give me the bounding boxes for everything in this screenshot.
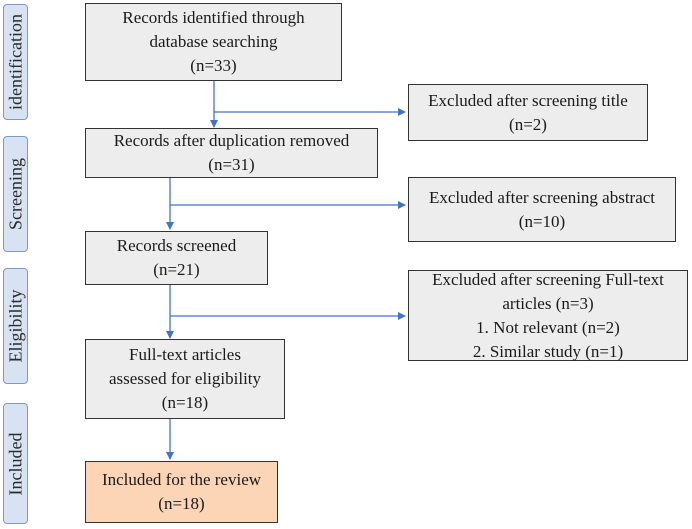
phase-screening: Screening	[3, 136, 28, 252]
exclusion-reasons-list: 1. Not relevant (n=2) 2. Similar study (…	[473, 316, 623, 364]
box-count: (n=33)	[190, 56, 237, 75]
box-text: Records screened	[116, 236, 237, 255]
box-text: Included for the review	[101, 470, 262, 489]
box-records-after-duplication: Records after duplication removed (n=31)	[85, 128, 378, 178]
box-text: Full-text articles	[129, 345, 241, 364]
phase-identification: identification	[3, 4, 28, 120]
box-count: (n=18)	[161, 393, 209, 412]
box-records-screened: Records screened (n=21)	[85, 231, 268, 285]
box-records-identified: Records identified through database sear…	[85, 3, 342, 81]
box-excluded-abstract: Excluded after screening abstract (n=10)	[408, 177, 676, 242]
exclusion-reason-item: 1. Not relevant (n=2)	[476, 317, 620, 337]
box-text: Records identified through	[122, 8, 305, 27]
box-text: assessed for eligibility	[108, 369, 262, 388]
box-included-review: Included for the review (n=18)	[85, 461, 278, 523]
box-text: articles (n=3)	[502, 293, 594, 313]
phase-eligibility: Eligibility	[3, 268, 28, 384]
box-full-text-assessed: Full-text articles assessed for eligibil…	[85, 339, 285, 419]
box-excluded-full-text: Excluded after screening Full-text artic…	[408, 270, 688, 361]
box-count: (n=2)	[509, 114, 547, 134]
box-count: (n=31)	[208, 155, 255, 174]
box-text: Excluded after screening Full-text	[432, 269, 664, 289]
box-excluded-title: Excluded after screening title (n=2)	[408, 84, 648, 141]
box-count: (n=18)	[158, 494, 205, 513]
box-text: Excluded after screening abstract	[428, 187, 656, 207]
box-text: Excluded after screening title	[428, 90, 628, 110]
box-text: database searching	[149, 32, 278, 51]
phase-included: Included	[3, 403, 28, 524]
box-count: (n=10)	[518, 211, 566, 231]
box-text: Records after duplication removed	[113, 131, 350, 150]
box-count: (n=21)	[153, 260, 200, 279]
exclusion-reason-item: 2. Similar study (n=1)	[472, 341, 624, 361]
